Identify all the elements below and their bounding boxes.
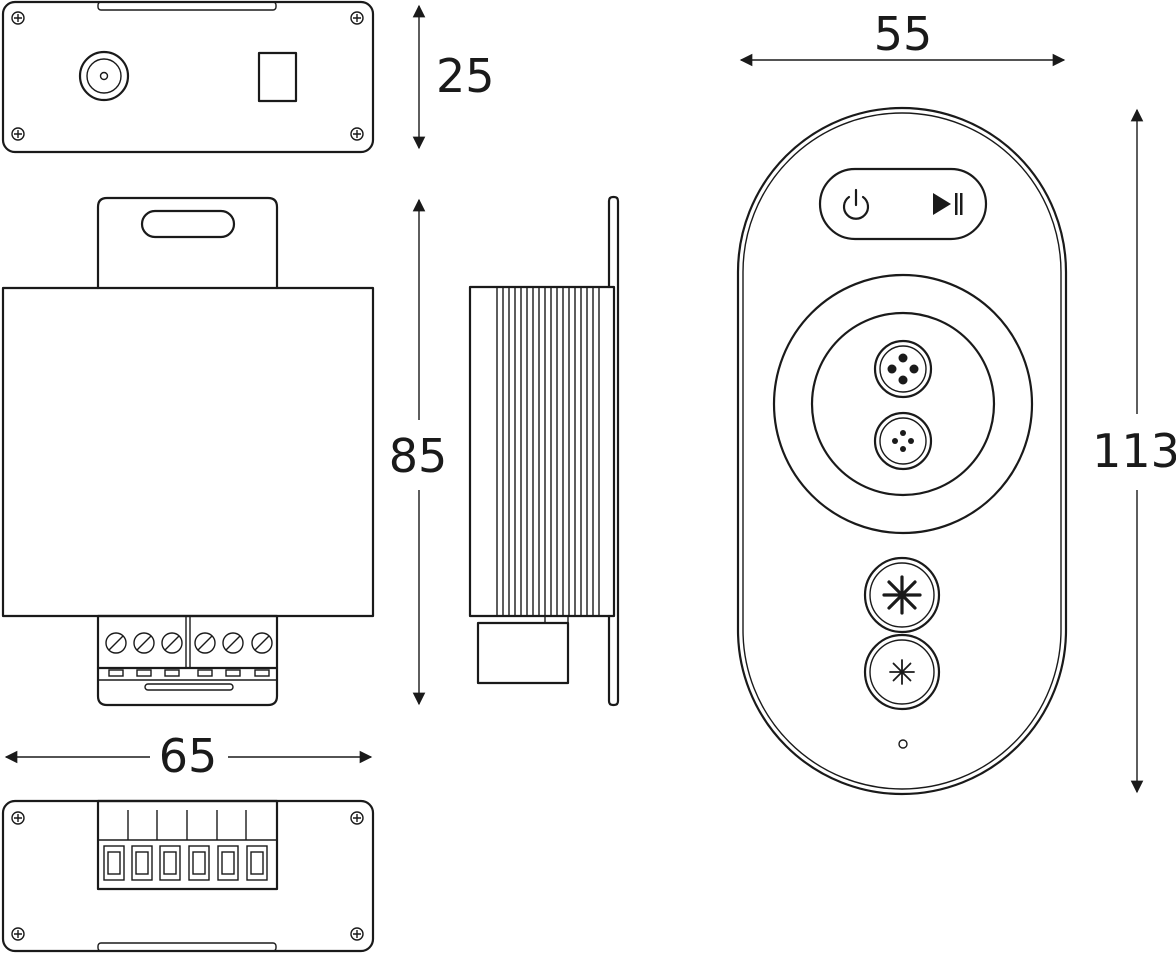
brightness-up-icon bbox=[863, 556, 941, 634]
speed-mode-icon bbox=[873, 411, 933, 471]
screw-icon bbox=[350, 11, 364, 25]
screw-icon bbox=[11, 11, 25, 25]
dim-label-113: 113 bbox=[1092, 424, 1176, 478]
ir-receiver-window bbox=[257, 51, 298, 103]
screw-icon bbox=[11, 127, 25, 141]
dim-label-85: 85 bbox=[389, 429, 448, 483]
brightness-down-icon bbox=[863, 633, 941, 711]
screw-icon bbox=[350, 927, 364, 941]
power-icon bbox=[842, 188, 870, 220]
controller-body-front bbox=[1, 196, 375, 707]
top-button-pill bbox=[818, 167, 988, 241]
touch-ring-outer bbox=[772, 273, 1034, 535]
remote-control bbox=[736, 106, 1068, 796]
controller-back-panel bbox=[1, 799, 375, 953]
touch-ring-inner bbox=[810, 311, 996, 497]
screw-icon bbox=[11, 811, 25, 825]
terminal-block-rear bbox=[96, 799, 279, 891]
terminal-screw-icon bbox=[222, 632, 244, 654]
terminal-screw-icon bbox=[194, 632, 216, 654]
terminal-screw-icon bbox=[161, 632, 183, 654]
led-indicator bbox=[898, 739, 908, 749]
terminal-screw-icon bbox=[251, 632, 273, 654]
power-jack bbox=[78, 50, 130, 102]
dim-label-55: 55 bbox=[874, 7, 933, 61]
play-pause-icon bbox=[933, 193, 963, 215]
screw-icon bbox=[350, 811, 364, 825]
screw-icon bbox=[350, 127, 364, 141]
screw-icon bbox=[11, 927, 25, 941]
terminal-screw-icon bbox=[133, 632, 155, 654]
controller-front-panel bbox=[1, 0, 375, 154]
dim-label-25: 25 bbox=[436, 49, 495, 103]
dim-label-65: 65 bbox=[159, 729, 218, 783]
terminal-screw-icon bbox=[105, 632, 127, 654]
controller-body-side bbox=[468, 195, 620, 707]
color-mode-icon bbox=[873, 339, 933, 399]
